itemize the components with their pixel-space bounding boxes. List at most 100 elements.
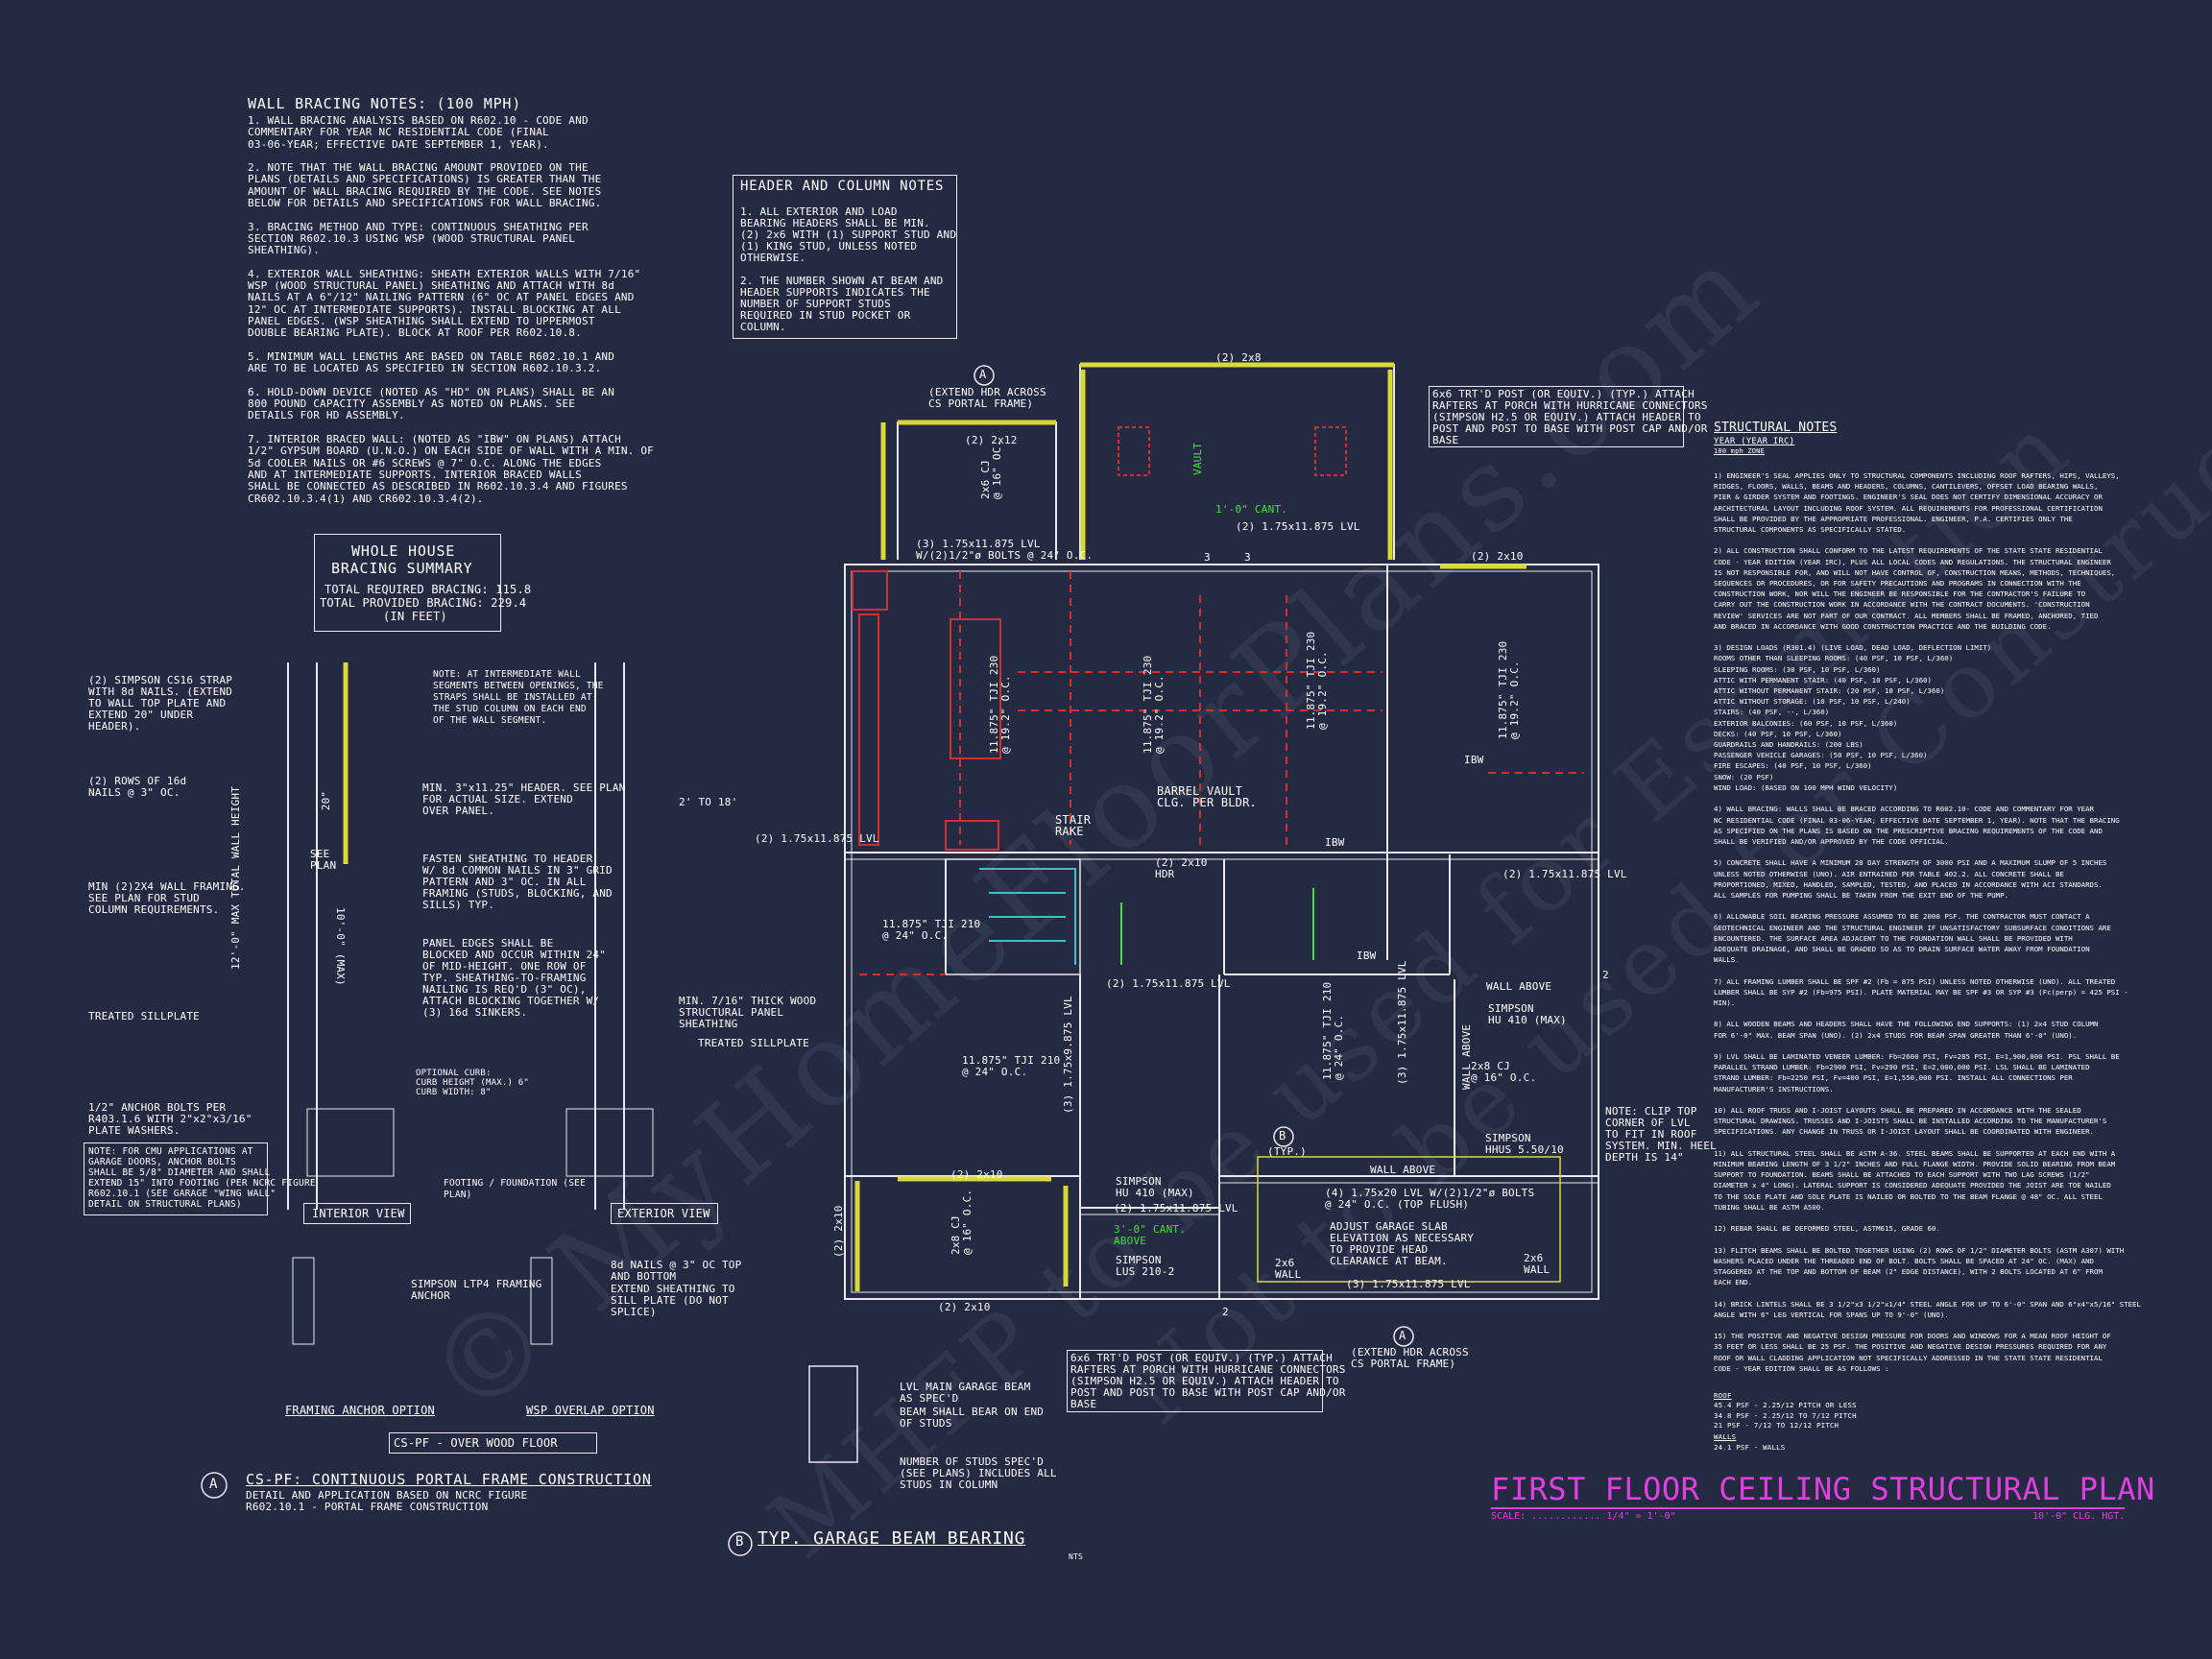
- cmu-note-box: [84, 1142, 268, 1215]
- plan-stud-count-3a: 3: [1204, 551, 1211, 564]
- plan-tji-2: 11.875" TJI 230 @ 19.2" O.C.: [1142, 655, 1166, 754]
- garage-beam-bear-note: BEAM SHALL BEAR ON END OF STUDS: [900, 1406, 1045, 1430]
- bracing-summary-unit: (IN FEET): [383, 610, 447, 623]
- cs-pf-title: CS-PF: CONTINUOUS PORTAL FRAME CONSTRUCT…: [246, 1471, 652, 1488]
- structural-sub-2: 100 mph ZONE: [1714, 447, 1765, 455]
- plan-stud-count-2b: 2: [1222, 1306, 1229, 1318]
- plan-lvl-garage: (2) 1.75x11.875 LVL: [1114, 1202, 1238, 1214]
- plan-lvl-top: (2) 1.75x11.875 LVL: [1236, 520, 1360, 533]
- structural-text: 1) ENGINEER'S SEAL APPLIES ONLY TO STRUC…: [1714, 471, 2141, 1373]
- plan-lvl-vert-2: (3) 1.75x11.875 LVL: [1396, 960, 1408, 1085]
- garage-beam-num-note: NUMBER OF STUDS SPEC'D (SEE PLANS) INCLU…: [900, 1455, 1057, 1491]
- title-underline: [1491, 1507, 2125, 1509]
- garage-beam-lvl-note: LVL MAIN GARAGE BEAM AS SPEC'D: [900, 1381, 1031, 1405]
- plan-stud-count-2a: 2: [1602, 969, 1609, 981]
- plan-a-marker-top: A: [979, 368, 987, 381]
- plan-cj-right: 2x8 CJ @ 16" O.C.: [1471, 1060, 1537, 1084]
- plan-ibw-1: IBW: [1464, 754, 1484, 766]
- plan-ibw-3: IBW: [1357, 950, 1377, 962]
- plan-vault: VAULT: [1191, 442, 1204, 475]
- plan-hu410-a: SIMPSON HU 410 (MAX): [1488, 1002, 1567, 1026]
- plan-tji-3: 11.875" TJI 230 @ 19.2" O.C.: [1305, 631, 1329, 730]
- detail-h12: 12'-0" MAX TOTAL WALL HEIGHT: [229, 785, 242, 970]
- plan-lus: SIMPSON LUS 210-2: [1116, 1254, 1175, 1278]
- plan-clip-note: NOTE: CLIP TOP CORNER OF LVL TO FIT IN R…: [1605, 1105, 1717, 1164]
- detail-strap-note: (2) SIMPSON CS16 STRAP WITH 8d NAILS. (E…: [88, 674, 233, 733]
- anchor-nails-note: 8d NAILS @ 3" OC TOP AND BOTTOM: [611, 1259, 742, 1283]
- structural-roof-values: 45.4 PSF - 2.25/12 PITCH OR LESS 34.8 PS…: [1714, 1401, 1857, 1430]
- plan-ibw-2: IBW: [1325, 836, 1345, 849]
- detail-intermediate-note: NOTE: AT INTERMEDIATE WALL SEGMENTS BETW…: [433, 669, 604, 726]
- anchor-extend-note: EXTEND SHEATHING TO SILL PLATE (DO NOT S…: [611, 1283, 735, 1318]
- detail-panel-note: PANEL EDGES SHALL BE BLOCKED AND OCCUR W…: [422, 937, 607, 1019]
- plan-cant: 1'-0" CANT.: [1215, 503, 1288, 516]
- header-notes-box: [733, 175, 957, 339]
- detail-sill-note: TREATED SILLPLATE: [88, 1010, 200, 1022]
- garage-beam-b-marker: B: [735, 1534, 744, 1550]
- detail-rows-note: (2) ROWS OF 16d NAILS @ 3" OC.: [88, 775, 187, 799]
- detail-fasten-note: FASTEN SHEATHING TO HEADER W/ 8d COMMON …: [422, 853, 613, 911]
- plan-barrel: BARREL VAULT CLG. PER BLDR.: [1157, 784, 1257, 809]
- plan-tji210-c: 11.875" TJI 210 @ 24" O.C.: [1321, 981, 1345, 1080]
- plan-2x12: (2) 2x12: [965, 434, 1018, 446]
- detail-header-note: MIN. 3"x11.25" HEADER. SEE PLAN FOR ACTU…: [422, 781, 626, 817]
- plan-cant-3: 3'-0" CANT. ABOVE: [1114, 1223, 1187, 1247]
- detail-cmu-note: NOTE: FOR CMU APPLICATIONS AT GARAGE DOO…: [88, 1146, 316, 1210]
- sheet-scale: SCALE: ............ 1/4" = 1'-0": [1491, 1511, 1676, 1522]
- structural-heading: STRUCTURAL NOTES: [1714, 421, 1838, 435]
- interior-view-label: INTERIOR VIEW: [312, 1207, 405, 1220]
- plan-cj-garage: 2x8 CJ @ 16" O.C.: [950, 1189, 974, 1255]
- wall-bracing-heading: WALL BRACING NOTES: (100 MPH): [248, 95, 522, 112]
- plan-post-top: 6x6 TRT'D POST (OR EQUIV.) (TYP.) ATTACH…: [1432, 388, 1708, 446]
- bracing-summary-box: [314, 534, 501, 632]
- detail-2-to-18: 2' TO 18': [679, 796, 738, 808]
- detail-min2x4-note: MIN (2)2X4 WALL FRAMING. SEE PLAN FOR ST…: [88, 880, 246, 916]
- detail-sill2-note: TREATED SILLPLATE: [698, 1037, 809, 1049]
- garage-beam-title: TYP. GARAGE BEAM BEARING: [757, 1528, 1026, 1549]
- structural-roof-label: ROOF: [1714, 1391, 1732, 1400]
- plan-lvl-left: (2) 1.75x11.875 LVL: [755, 832, 879, 845]
- plan-lvl-mid: (2) 1.75x11.875 LVL: [1106, 977, 1231, 990]
- detail-curb-note: OPTIONAL CURB: CURB HEIGHT (MAX.) 6" CUR…: [416, 1069, 529, 1097]
- plan-tji-1: 11.875" TJI 230 @ 19.2" O.C.: [988, 655, 1012, 754]
- plan-tji210-a: 11.875" TJI 210 @ 24" O.C.: [882, 918, 981, 942]
- plan-post-bottom: 6x6 TRT'D POST (OR EQUIV.) (TYP.) ATTACH…: [1070, 1352, 1346, 1410]
- post-note-bottom-box: [1067, 1350, 1323, 1412]
- bracing-summary-required: TOTAL REQUIRED BRACING: 115.8: [325, 583, 532, 596]
- plan-lvl-bolts-2: (4) 1.75x20 LVL W/(2)1/2"ø BOLTS @ 24" O…: [1325, 1187, 1535, 1211]
- sheet-ceiling-height: 10'-0" CLG. HGT.: [2032, 1511, 2126, 1522]
- post-note-top-box: [1429, 386, 1684, 447]
- sheet-title: FIRST FLOOR CEILING STRUCTURAL PLAN: [1491, 1471, 2155, 1507]
- plan-tji-4: 11.875" TJI 230 @ 19.2" O.C.: [1497, 640, 1521, 739]
- structural-sub-1: YEAR (YEAR IRC): [1714, 437, 1795, 446]
- bracing-summary-title-1: WHOLE HOUSE: [351, 542, 456, 560]
- cs-pf-subtitle: DETAIL AND APPLICATION BASED ON NCRC FIG…: [246, 1489, 528, 1513]
- plan-cj-top: 2x6 CJ @ 16" OC.: [979, 440, 1003, 499]
- plan-2x6-wall-a: 2x6 WALL: [1275, 1257, 1302, 1281]
- plan-b-marker: B: [1279, 1129, 1286, 1142]
- plan-2x8: (2) 2x8: [1215, 351, 1262, 364]
- plan-lvl-right: (2) 1.75x11.875 LVL: [1503, 868, 1627, 880]
- plan-stud-count-3b: 3: [1244, 551, 1251, 564]
- exterior-view-box: [611, 1203, 718, 1224]
- garage-beam-nts: NTS: [1069, 1552, 1084, 1561]
- anchor-lt-note: SIMPSON LTP4 FRAMING ANCHOR: [411, 1278, 542, 1302]
- detail-anchor-note: 1/2" ANCHOR BOLTS PER R403.1.6 WITH 2"x2…: [88, 1101, 252, 1137]
- plan-hhus: SIMPSON HHUS 5.50/10: [1485, 1132, 1564, 1156]
- plan-lvl-vert-1: (3) 1.75x9.875 LVL: [1062, 996, 1074, 1114]
- detail-a-marker: A: [209, 1477, 218, 1492]
- plan-wall-above-1: WALL ABOVE: [1486, 980, 1552, 993]
- bracing-summary-provided: TOTAL PROVIDED BRACING: 229.4: [320, 596, 527, 610]
- plan-lvl-bolts: (3) 1.75x11.875 LVL W/(2)1/2"ø BOLTS @ 2…: [916, 538, 1094, 562]
- plan-hdr: (2) 2x10 HDR: [1155, 856, 1208, 880]
- plan-typ: (TYP.): [1267, 1145, 1307, 1158]
- wall-bracing-text: 1. WALL BRACING ANALYSIS BASED ON R602.1…: [248, 114, 654, 505]
- plan-2x6-wall-b: 2x6 WALL: [1524, 1252, 1551, 1276]
- wsp-overlap-label: WSP OVERLAP OPTION: [526, 1404, 655, 1417]
- cspf-box: [389, 1432, 597, 1454]
- plan-hu410-b: SIMPSON HU 410 (MAX): [1116, 1175, 1194, 1199]
- plan-2x10-vert: (2) 2x10: [832, 1205, 845, 1258]
- plan-stair: STAIR RAKE: [1055, 813, 1092, 838]
- plan-ext-hdr-bottom: (EXTEND HDR ACROSS CS PORTAL FRAME): [1351, 1346, 1469, 1370]
